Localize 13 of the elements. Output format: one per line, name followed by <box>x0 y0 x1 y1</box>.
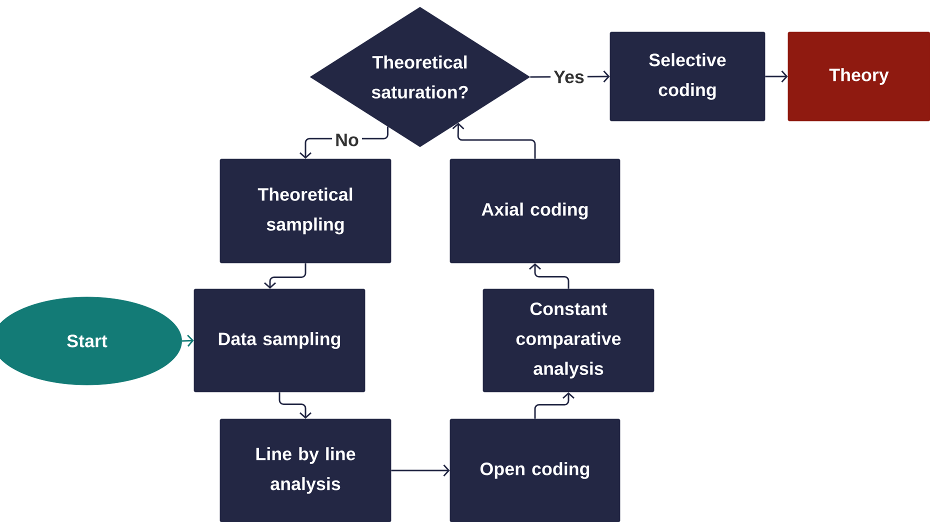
process-box: Data sampling <box>194 288 366 392</box>
end-box: Theory <box>788 32 930 122</box>
process-box: Theoretical sampling <box>220 158 392 264</box>
process-box: Constant comparative analysis <box>482 288 654 392</box>
edge-label: No <box>332 130 362 150</box>
process-box: Selective coding <box>610 32 766 122</box>
process-box: Line by line analysis <box>220 418 392 522</box>
process-box: Axial coding <box>450 158 620 264</box>
arrow <box>391 464 450 476</box>
edge-label: Yes <box>550 68 588 86</box>
arrow <box>452 122 536 159</box>
process-box: Open coding <box>450 418 620 522</box>
arrow <box>765 70 788 82</box>
